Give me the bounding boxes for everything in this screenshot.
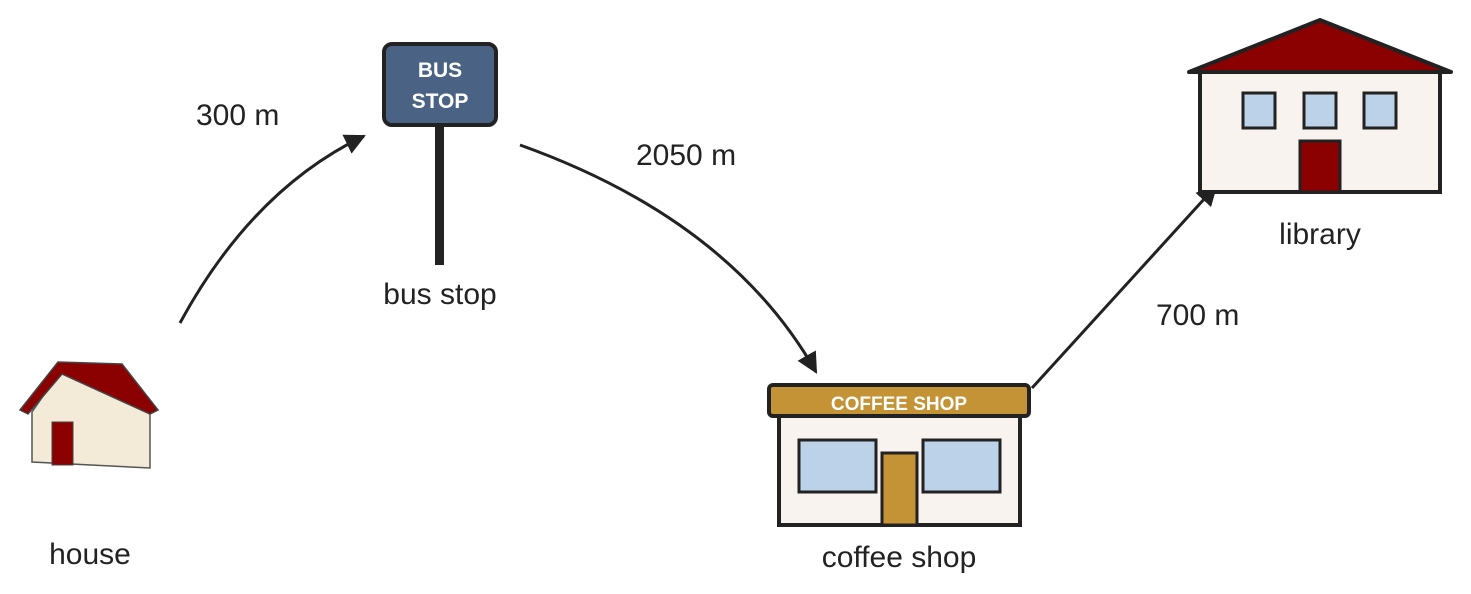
distance-label-coffee-shop-library: 700 m xyxy=(1156,299,1239,332)
library-icon xyxy=(1187,18,1453,194)
bus-stop-sign-line1: BUS xyxy=(418,59,462,82)
distance-label-house-bus-stop: 300 m xyxy=(196,99,279,132)
house-label: house xyxy=(49,538,131,571)
bus-stop-sign-line2: STOP xyxy=(412,90,469,113)
route-arrow-house-to-bus-stop xyxy=(178,134,366,324)
library-label: library xyxy=(1279,218,1361,251)
coffee-shop-label: coffee shop xyxy=(822,541,977,574)
bus-stop-sign-icon: BUS STOP xyxy=(382,42,498,265)
route-arrow-coffee-shop-to-library xyxy=(1030,184,1218,390)
route-arrow-bus-stop-to-coffee-shop xyxy=(519,143,818,374)
house-icon xyxy=(18,361,160,469)
coffee-shop-sign-text: COFFEE SHOP xyxy=(831,394,968,415)
bus-stop-label: bus stop xyxy=(383,278,496,311)
distance-label-bus-stop-coffee-shop: 2050 m xyxy=(636,139,736,172)
coffee-shop-icon: COFFEE SHOP xyxy=(767,383,1031,527)
